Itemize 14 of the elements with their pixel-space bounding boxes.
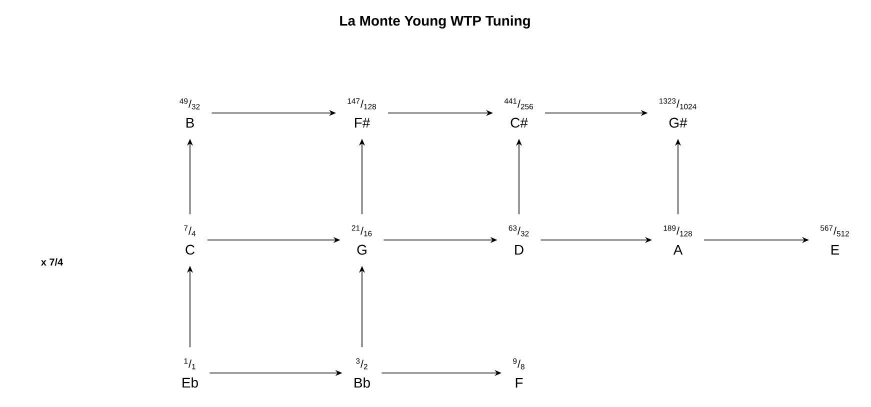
note-ratio: $^{567}$/$_{512}$ E [820, 225, 849, 255]
note-ratio: $^{441}$/$_{256}$ C# [504, 98, 533, 128]
note-ratio: $^{49}$/$_{32}$ B [180, 98, 200, 128]
note-ratio: $^{189}$/$_{128}$ A [664, 225, 692, 255]
note-ratio: $^{63}$/$_{32}$ D [508, 225, 529, 255]
note-ratio: $^{147}$/$_{128}$ F# [348, 98, 376, 128]
note-ratio: $^{1323}$/$_{1024}$ G# [660, 98, 696, 128]
note-ratio: $^{7}$/$_{4}$ C [184, 225, 196, 255]
row-label: x 7/4 [40, 258, 64, 266]
note-ratio: $^{21}$/$_{16}$ G [352, 225, 372, 255]
note-ratio: $^{3}$/$_{2}$ Bb [354, 358, 370, 388]
note-ratio: $^{9}$/$_{8}$ F [513, 358, 524, 388]
title: La Monte Young WTP Tuning [340, 15, 530, 29]
note-ratio: $^{1}$/$_{1}$ Eb [182, 358, 198, 388]
